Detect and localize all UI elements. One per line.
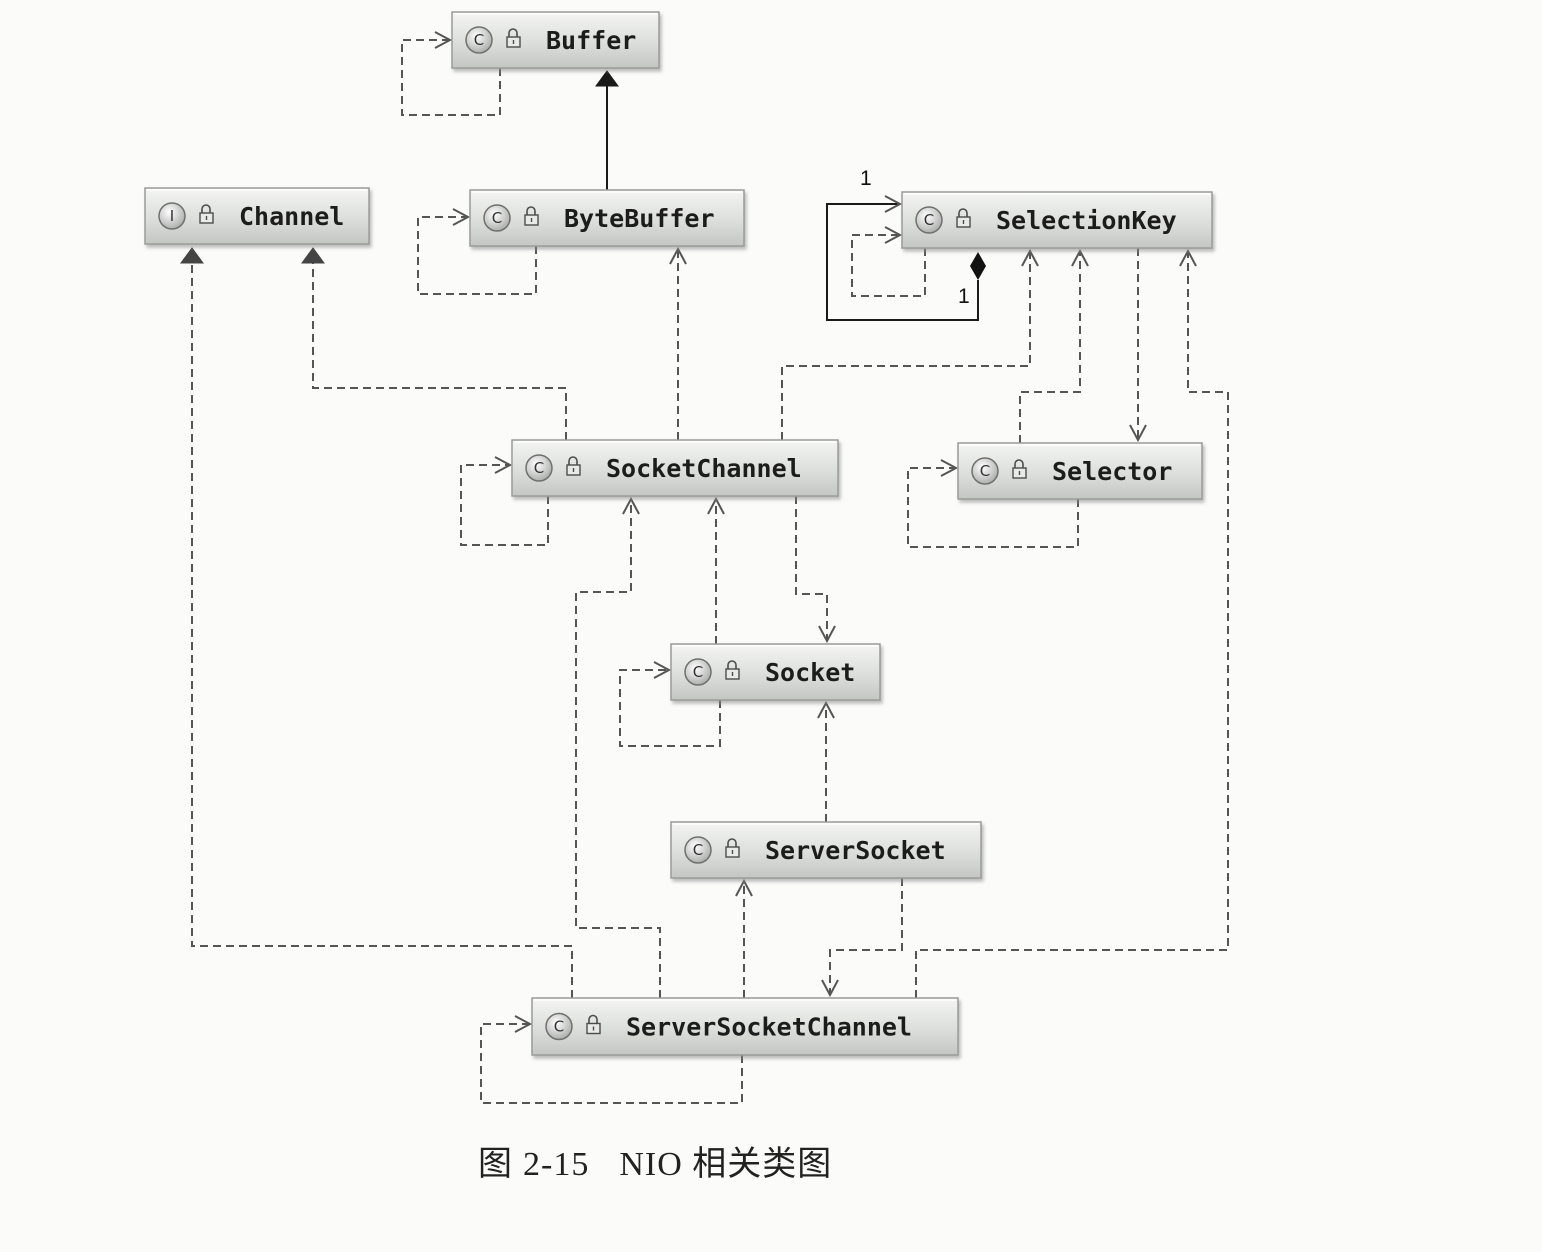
package-lock-icon <box>956 208 971 228</box>
class-icon: C <box>465 26 493 54</box>
package-lock-icon <box>199 204 214 224</box>
svg-text:C: C <box>980 462 990 480</box>
edge-serversocket-serversocketchannel <box>821 878 903 998</box>
edge-serversocket-socket <box>817 700 835 822</box>
edge-serversocketchannel-serversocket <box>735 878 753 998</box>
class-node-serversocket[interactable]: C ServerSocket <box>670 821 982 879</box>
edge-socket-self <box>619 661 721 747</box>
edge-selectionkey-self <box>851 226 926 297</box>
interface-icon: I <box>158 202 186 230</box>
package-lock-icon <box>506 28 521 48</box>
edge-bytebuffer-self <box>417 208 537 295</box>
svg-text:C: C <box>693 663 703 681</box>
class-name: SelectionKey <box>996 206 1177 235</box>
svg-text:C: C <box>693 841 703 859</box>
multiplicity-target: 1 <box>860 167 872 190</box>
class-name: Selector <box>1052 457 1172 486</box>
class-icon: C <box>545 1012 573 1041</box>
class-node-channel[interactable]: I Channel <box>144 187 370 245</box>
package-lock-icon <box>725 838 740 858</box>
class-name: Socket <box>765 658 855 687</box>
edge-serversocketchannel-channel <box>180 247 573 998</box>
svg-text:C: C <box>534 459 544 477</box>
package-lock-icon <box>524 206 539 226</box>
edge-socketchannel-self <box>460 456 549 546</box>
edge-socketchannel-bytebuffer <box>669 246 687 440</box>
class-name: SocketChannel <box>606 454 802 483</box>
edges-layer <box>180 31 1229 1104</box>
svg-text:C: C <box>474 31 484 49</box>
package-lock-icon <box>725 660 740 680</box>
edge-selectionkey-selector <box>1129 248 1147 443</box>
class-name: Channel <box>239 202 344 231</box>
package-lock-icon <box>1012 459 1027 479</box>
edge-serversocketchannel-socketchannel <box>575 496 661 998</box>
class-node-socketchannel[interactable]: C SocketChannel <box>511 439 839 497</box>
class-icon: C <box>915 206 943 234</box>
svg-text:C: C <box>924 211 934 229</box>
class-node-bytebuffer[interactable]: C ByteBuffer <box>469 189 745 247</box>
package-lock-icon <box>566 456 581 476</box>
edge-socketchannel-selectionkey <box>781 248 1039 440</box>
multiplicity-labels: 11 <box>860 167 970 308</box>
package-lock-icon <box>586 1014 601 1035</box>
class-name: ByteBuffer <box>564 204 715 233</box>
edge-serversocketchannel-selectionkey <box>915 248 1229 998</box>
class-name: Buffer <box>546 26 636 55</box>
edge-selector-self <box>907 459 1079 548</box>
edge-serversocketchannel-self <box>480 1015 743 1104</box>
class-name: ServerSocketChannel <box>626 1013 912 1042</box>
class-node-selectionkey[interactable]: C SelectionKey <box>901 191 1213 249</box>
edge-buffer-self <box>401 31 501 116</box>
svg-text:I: I <box>170 207 174 225</box>
class-icon: C <box>525 454 553 482</box>
edge-socketchannel-channel <box>301 247 567 440</box>
svg-text:C: C <box>554 1018 564 1036</box>
edge-bytebuffer-buffer <box>595 70 619 190</box>
edge-socketchannel-socket <box>795 496 836 644</box>
class-icon: C <box>971 457 999 485</box>
class-icon: C <box>684 658 712 686</box>
class-node-serversocketchannel[interactable]: C ServerSocketChannel <box>531 997 959 1056</box>
class-node-buffer[interactable]: C Buffer <box>451 11 660 69</box>
caption-figure-word: 图 <box>478 1146 513 1183</box>
caption-title: NIO 相关类图 <box>619 1146 833 1183</box>
class-icon: C <box>483 204 511 232</box>
class-node-socket[interactable]: C Socket <box>670 643 881 701</box>
svg-text:C: C <box>492 209 502 227</box>
edge-selectionkey-self-assoc <box>826 195 986 321</box>
edge-socket-socketchannel <box>707 496 725 644</box>
figure-caption: 图 2-15 NIO 相关类图 <box>478 1136 832 1185</box>
composition-diamond <box>970 252 986 280</box>
multiplicity-source: 1 <box>958 285 970 308</box>
class-icon: C <box>684 836 712 864</box>
caption-number: 2-15 <box>523 1146 590 1183</box>
edge-selector-selectionkey <box>1019 248 1089 443</box>
class-node-selector[interactable]: C Selector <box>957 442 1203 500</box>
class-name: ServerSocket <box>765 836 946 865</box>
